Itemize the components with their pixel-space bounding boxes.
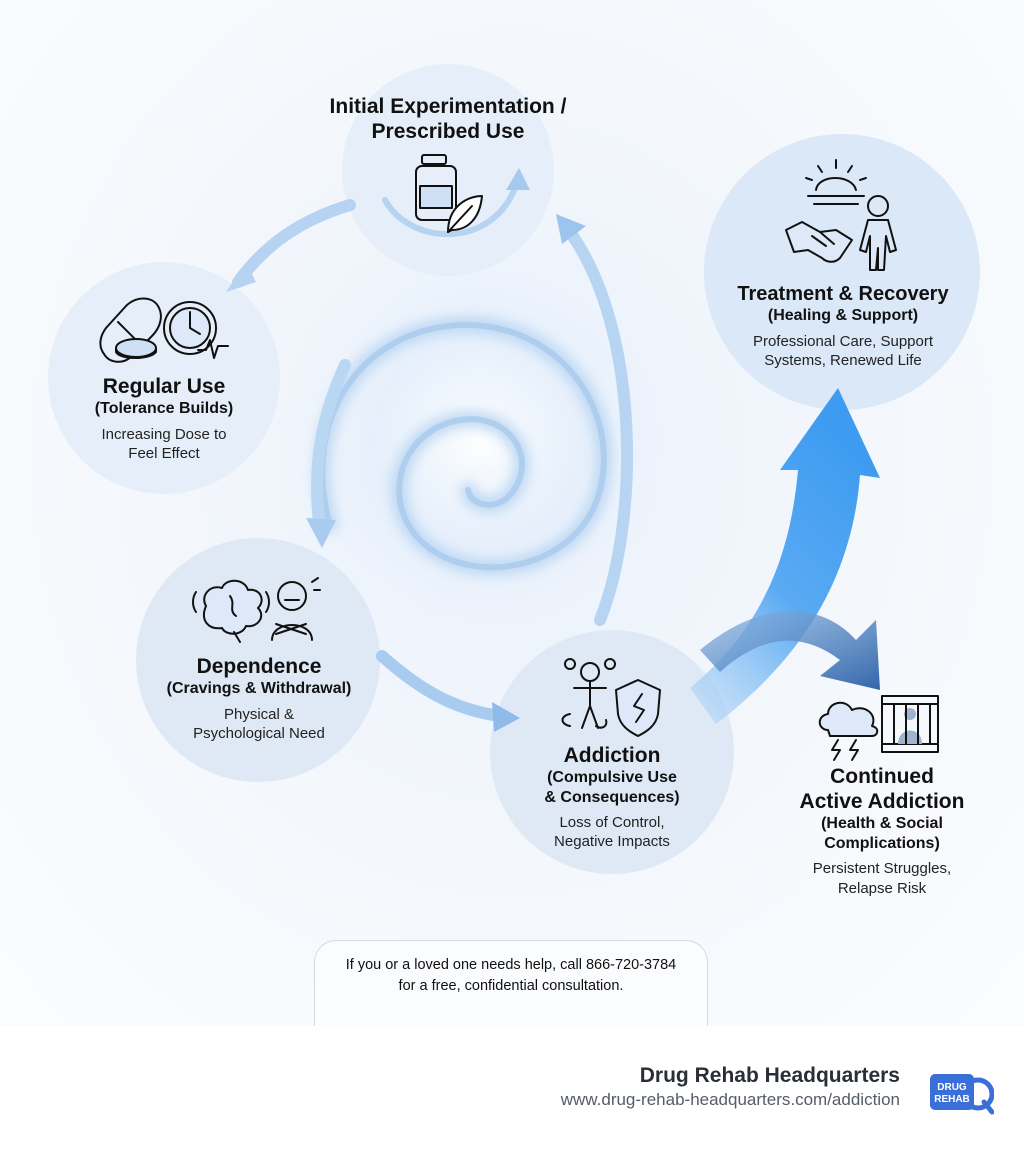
handshake-icon xyxy=(785,221,853,263)
stage-continued-addiction: Continued Active Addiction (Health & Soc… xyxy=(760,764,1004,898)
stage-description: Professional Care, Support Systems, Rene… xyxy=(752,332,934,369)
arrow-initial-inner xyxy=(382,185,518,238)
pill-capsule-icon xyxy=(99,297,162,363)
help-callout: If you or a loved one needs help, call 8… xyxy=(314,940,708,1026)
stage-description: Increasing Dose to Feel Effect xyxy=(101,425,227,462)
stage-title: Treatment & Recovery xyxy=(737,283,949,305)
brand-name: Drug Rehab Headquarters xyxy=(639,1064,900,1087)
stage-circle-regular-use xyxy=(48,262,280,494)
stage-subtitle: (Tolerance Builds) xyxy=(94,400,234,418)
arrow-initial-to-regular xyxy=(232,199,356,288)
stage-title: Continued Active Addiction xyxy=(799,765,965,814)
leaf-icon xyxy=(447,195,483,233)
cycle-diagram xyxy=(48,64,980,874)
stage-circle-dependence xyxy=(136,538,380,782)
chained-person-icon xyxy=(561,658,616,729)
stage-title: Initial Experimentation / Prescribed Use xyxy=(329,95,567,144)
arrow-dependence-to-addiction xyxy=(376,650,506,722)
standing-person-icon xyxy=(859,195,897,271)
stage-title: Dependence xyxy=(196,655,322,678)
stage-treatment: Treatment & Recovery (Healing & Support)… xyxy=(712,282,974,370)
infographic-canvas: Initial Experimentation / Prescribed Use… xyxy=(0,0,1024,1026)
stage-regular-use: Regular Use (Tolerance Builds) Increasin… xyxy=(44,374,284,463)
arrow-to-continued-addiction xyxy=(700,611,880,690)
center-swirl xyxy=(290,250,670,630)
arrow-addiction-to-initial xyxy=(564,226,634,626)
stage-circle-initial xyxy=(342,64,554,276)
sunrise-icon xyxy=(805,159,867,205)
stage-subtitle: (Compulsive Use & Consequences) xyxy=(544,769,680,806)
stage-subtitle: (Health & Social Complications) xyxy=(821,815,943,852)
arrow-regular-to-dependence xyxy=(311,359,351,536)
help-text: If you or a loved one needs help, call 8… xyxy=(345,957,677,995)
medicine-bottle-icon xyxy=(415,154,457,221)
stage-description: Persistent Struggles, Relapse Risk xyxy=(812,860,952,897)
brand-url[interactable]: www.drug-rehab-headquarters.com/addictio… xyxy=(560,1090,900,1109)
brain-icon xyxy=(192,579,270,643)
clock-heartbeat-icon xyxy=(163,301,229,359)
stage-title: Regular Use xyxy=(102,375,226,398)
stage-initial: Initial Experimentation / Prescribed Use xyxy=(298,94,598,144)
hq-logo: DRUG REHAB xyxy=(930,1074,994,1115)
stage-description: Physical & Psychological Need xyxy=(193,705,325,742)
cracked-shield-icon xyxy=(615,679,661,737)
stage-addiction: Addiction (Compulsive Use & Consequences… xyxy=(492,743,732,852)
prison-bars-icon xyxy=(881,695,939,753)
stage-title: Addiction xyxy=(563,744,661,767)
footer: Drug Rehab Headquarters www.drug-rehab-h… xyxy=(0,1026,1024,1154)
stage-dependence: Dependence (Cravings & Withdrawal) Physi… xyxy=(134,654,384,743)
stage-description: Loss of Control, Negative Impacts xyxy=(554,814,670,851)
storm-cloud-icon xyxy=(818,701,879,761)
flow-arrows xyxy=(226,168,634,732)
distressed-person-icon xyxy=(271,577,321,641)
stage-subtitle: (Cravings & Withdrawal) xyxy=(166,680,352,698)
stage-subtitle: (Healing & Support) xyxy=(767,307,919,324)
stage-circle-addiction xyxy=(490,630,734,874)
logo-text-line1: DRUG xyxy=(937,1082,967,1093)
logo-text-line2: REHAB xyxy=(934,1094,970,1105)
stage-circle-treatment xyxy=(704,134,980,410)
